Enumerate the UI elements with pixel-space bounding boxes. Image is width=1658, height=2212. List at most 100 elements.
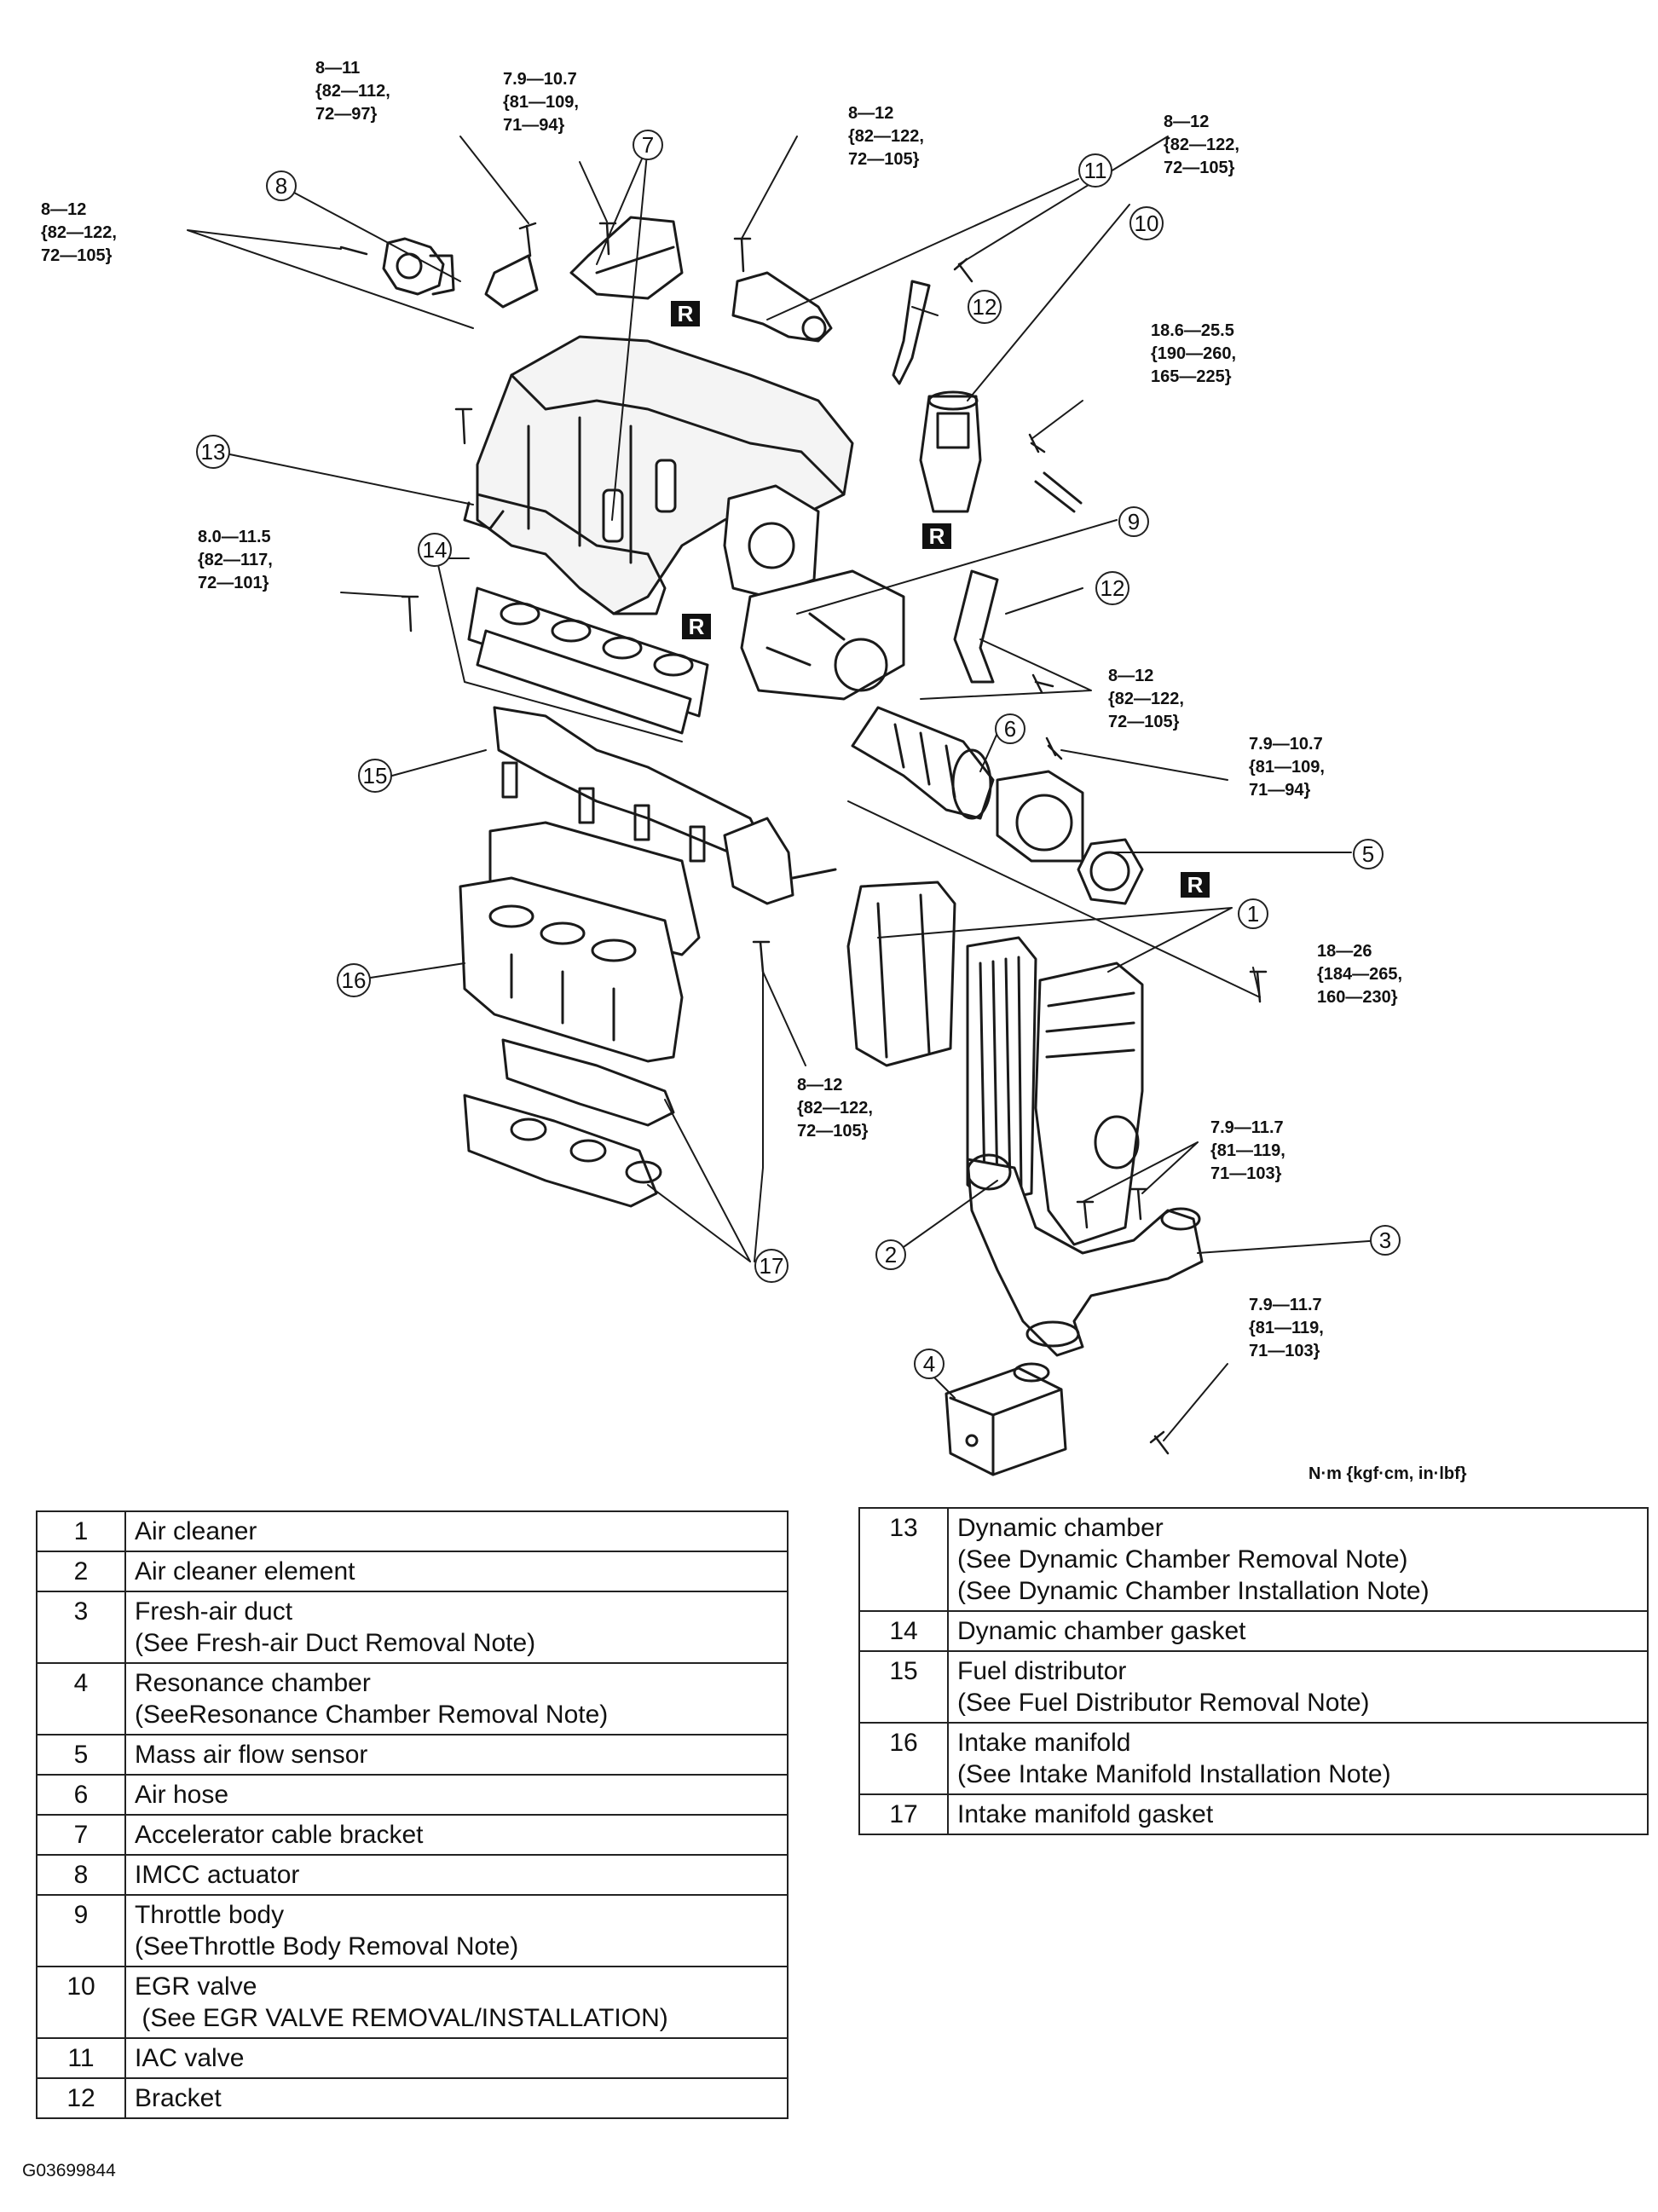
intake-manifold-part (459, 821, 701, 1063)
svg-text:12: 12 (1101, 575, 1125, 601)
replace-marker-r: R (671, 301, 700, 326)
legend-number: 13 (858, 1507, 949, 1612)
fuel-distributor-part (493, 706, 837, 905)
svg-text:10: 10 (1135, 211, 1159, 236)
svg-text:2: 2 (885, 1242, 897, 1268)
legend-description: Dynamic chamber gasket (947, 1610, 1649, 1652)
legend-number: 6 (36, 1774, 126, 1816)
torque-spec: 8—12 {82—122, 72—105} (1108, 667, 1184, 731)
legend-number: 10 (36, 1966, 126, 2039)
callout-4: 4 (914, 1349, 945, 1379)
air-cleaner-element-part (966, 936, 1037, 1204)
torque-spec: 8—12 {82—122, 72—105} (41, 200, 117, 265)
bolt-icons (339, 222, 1268, 1455)
svg-text:3: 3 (1379, 1227, 1391, 1253)
torque-spec: 7.9—10.7 {81—109, 71—94} (503, 70, 579, 135)
svg-text:14: 14 (423, 537, 448, 563)
callout-9: 9 (1118, 506, 1149, 537)
svg-text:1: 1 (1247, 901, 1259, 927)
callout-10: 10 (1129, 206, 1164, 240)
svg-text:R: R (929, 523, 945, 549)
svg-text:7: 7 (642, 132, 654, 158)
legend-number: 5 (36, 1734, 126, 1776)
replace-marker-r: R (682, 614, 711, 639)
accelerator-cable-bracket-part (484, 216, 684, 309)
legend-number: 8 (36, 1854, 126, 1896)
leader-lines (187, 136, 1382, 1441)
callout-13: 13 (196, 435, 230, 469)
callout-15: 15 (358, 759, 392, 793)
legend-description: Air hose (124, 1774, 789, 1816)
svg-text:11: 11 (1084, 158, 1107, 183)
imcc-actuator-part (382, 237, 455, 296)
legend-number: 15 (858, 1650, 949, 1724)
legend-description: EGR valve (See EGR VALVE REMOVAL/INSTALL… (124, 1966, 789, 2039)
callout-2: 2 (875, 1239, 906, 1270)
legend-description: Accelerator cable bracket (124, 1814, 789, 1856)
legend-description: Fuel distributor (See Fuel Distributor R… (947, 1650, 1649, 1724)
legend-description: Fresh-air duct (See Fresh-air Duct Remov… (124, 1591, 789, 1664)
callout-17: 17 (754, 1249, 789, 1283)
legend-number: 3 (36, 1591, 126, 1664)
legend-number: 12 (36, 2077, 126, 2119)
svg-text:12: 12 (973, 294, 997, 320)
callout-7: 7 (633, 130, 663, 160)
svg-text:9: 9 (1128, 509, 1140, 534)
svg-text:R: R (1187, 872, 1204, 898)
dynamic-chamber-part (463, 335, 854, 615)
callout-6: 6 (995, 713, 1025, 744)
torque-spec: 8—11 {82—112, 72—97} (315, 59, 390, 124)
units-note: N·m {kgf·cm, in·lbf} (1308, 1464, 1467, 1483)
legend-description: IMCC actuator (124, 1854, 789, 1896)
torque-spec: 7.9—11.7 {81—119, 71—103} (1210, 1118, 1285, 1183)
legend-number: 1 (36, 1510, 126, 1552)
callout-5: 5 (1353, 839, 1384, 869)
mass-air-flow-sensor-part (996, 770, 1144, 905)
callout-12-mid: 12 (1095, 571, 1129, 605)
legend-description: Bracket (124, 2077, 789, 2119)
intake-manifold-gasket-part (463, 1038, 675, 1208)
air-hose-part (851, 706, 995, 820)
torque-spec: 8.0—11.5 {82—117, 72—101} (198, 528, 273, 592)
legend-number: 16 (858, 1722, 949, 1795)
torque-spec: 18—26 {184—265, 160—230} (1317, 942, 1403, 1007)
torque-spec: 18.6—25.5 {190—260, 165—225} (1151, 321, 1237, 386)
legend-description: Air cleaner element (124, 1551, 789, 1592)
svg-text:4: 4 (923, 1351, 935, 1377)
torque-spec: 8—12 {82—122, 72—105} (848, 104, 924, 169)
svg-text:17: 17 (760, 1253, 784, 1279)
callout-14: 14 (418, 533, 452, 567)
callout-1: 1 (1238, 898, 1268, 929)
svg-text:13: 13 (201, 439, 226, 465)
svg-text:R: R (678, 301, 694, 326)
figure-code: G03699844 (22, 2161, 116, 2180)
svg-text:15: 15 (363, 763, 388, 788)
svg-text:16: 16 (342, 967, 367, 993)
throttle-body-part (723, 484, 905, 701)
replace-marker-r: R (922, 523, 951, 549)
egr-valve-part (919, 390, 1083, 513)
callout-12-top: 12 (968, 290, 1002, 324)
legend-description: IAC valve (124, 2037, 789, 2079)
svg-text:R: R (689, 614, 705, 639)
svg-text:6: 6 (1004, 716, 1016, 742)
iac-valve-part (731, 271, 833, 343)
torque-spec: 7.9—11.7 {81—119, 71—103} (1249, 1296, 1324, 1360)
replace-marker-r: R (1181, 872, 1210, 898)
legend-number: 9 (36, 1894, 126, 1967)
torque-spec: 8—12 {82—122, 72—105} (797, 1076, 873, 1141)
callout-8: 8 (266, 170, 297, 201)
legend-number: 17 (858, 1793, 949, 1835)
